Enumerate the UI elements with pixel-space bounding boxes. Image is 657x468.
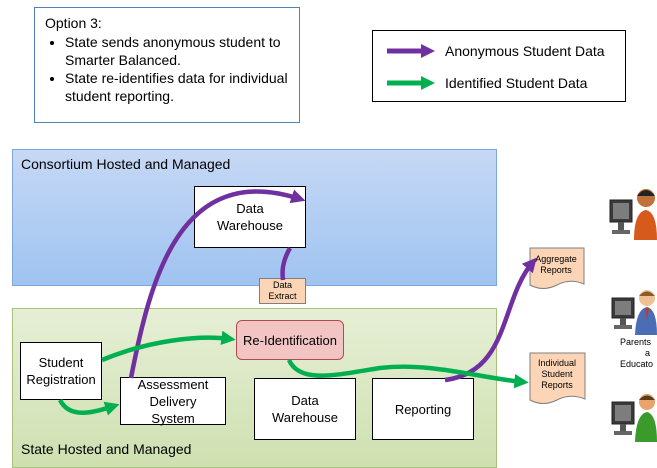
consortium-data-warehouse: Data Warehouse xyxy=(194,186,306,248)
state-data-warehouse-label: Data Warehouse xyxy=(272,393,338,425)
person-at-computer-icon xyxy=(609,189,657,240)
consortium-region-label: Consortium Hosted and Managed xyxy=(21,156,231,172)
parents-educators-label: Parents a Educato xyxy=(620,337,657,370)
legend-item-anonymous: Anonymous Student Data xyxy=(385,43,605,59)
document-icon xyxy=(529,352,586,404)
consortium-region: Consortium Hosted and Managed xyxy=(12,149,497,286)
legend-label-anonymous: Anonymous Student Data xyxy=(445,43,605,59)
state-region-label: State Hosted and Managed xyxy=(21,441,192,457)
purple-arrow-icon xyxy=(387,44,435,58)
anonymous-flow-reporting-to-aggregate xyxy=(444,257,537,383)
assessment-delivery-system-label: Assessment Delivery System xyxy=(137,376,209,426)
identified-flow-reid-to-individual-reports xyxy=(286,358,529,389)
data-extract-box: Data Extract xyxy=(259,278,306,304)
anonymous-flow-warehouse-to-extract xyxy=(280,246,292,281)
re-identification-label: Re-Identification xyxy=(243,332,337,348)
identified-flow-registration-to-reid xyxy=(101,330,236,363)
student-registration-label: Student Registration xyxy=(26,355,96,387)
state-data-warehouse: Data Warehouse xyxy=(254,378,356,440)
legend: Anonymous Student Data Identified Studen… xyxy=(372,30,626,102)
option-bullet-list: State sends anonymous student to Smarter… xyxy=(45,33,291,105)
individual-student-reports-document: Individual Student Reports xyxy=(529,352,586,408)
student-registration-box: Student Registration xyxy=(20,342,102,400)
option-description-box: Option 3: State sends anonymous student … xyxy=(34,7,300,123)
document-icon xyxy=(529,247,585,289)
assessment-delivery-system-box: Assessment Delivery System xyxy=(120,376,226,426)
aggregate-reports-document: Aggregate Reports xyxy=(529,247,585,293)
consortium-data-warehouse-label: Data Warehouse xyxy=(217,201,283,233)
parents-educators-text: Parents a Educato xyxy=(620,337,654,369)
green-arrow-icon xyxy=(387,76,435,90)
data-extract-label: Data Extract xyxy=(268,280,297,301)
option-bullet: State sends anonymous student to Smarter… xyxy=(65,33,291,69)
individual-student-reports-label: Individual Student Reports xyxy=(537,358,577,390)
aggregate-reports-label: Aggregate Reports xyxy=(535,254,577,275)
option-title: Option 3: xyxy=(45,15,102,31)
legend-label-identified: Identified Student Data xyxy=(445,75,588,91)
person-at-computer-icon xyxy=(611,290,657,335)
anonymous-flow-assessment-to-warehouse xyxy=(128,189,306,379)
person-at-computer-icon xyxy=(611,394,657,442)
identified-flow-registration-to-assessment xyxy=(57,398,120,416)
reporting-label: Reporting xyxy=(394,401,452,417)
legend-item-identified: Identified Student Data xyxy=(385,75,587,91)
re-identification-box: Re-Identification xyxy=(236,320,344,360)
reporting-box: Reporting xyxy=(372,378,474,440)
option-bullet: State re-identifies data for individual … xyxy=(65,69,291,105)
